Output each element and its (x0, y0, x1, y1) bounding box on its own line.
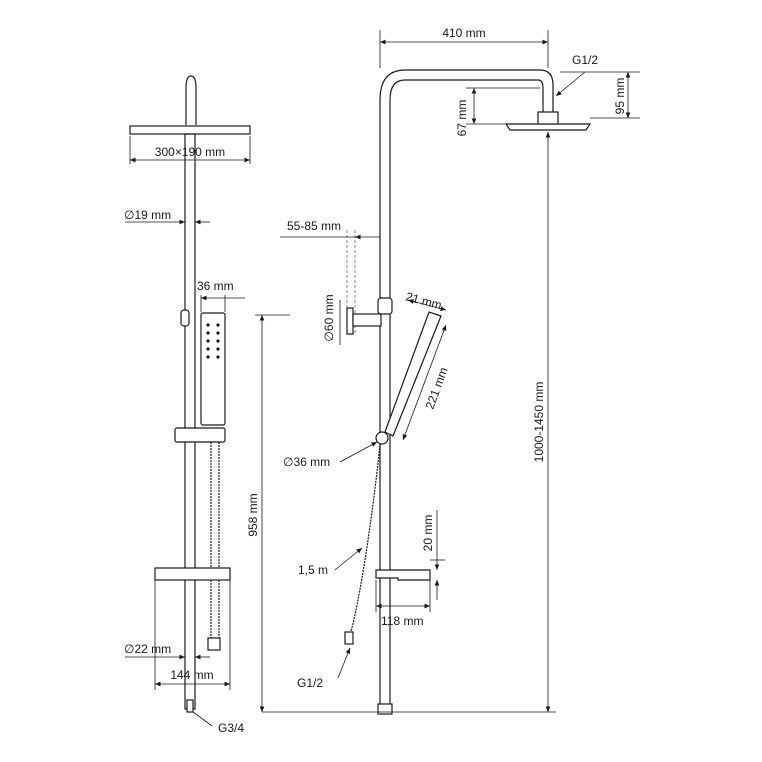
head-size-label: 300×190 mm (155, 145, 225, 159)
holder-diameter-label: ∅36 mm (283, 455, 330, 469)
shelf-side (375, 569, 431, 581)
hose-side (349, 444, 381, 636)
handshower-side (384, 311, 442, 437)
slider-side (377, 297, 393, 315)
handshower-width-side-label: 21 mm (404, 289, 443, 312)
wall-bracket (346, 307, 354, 335)
height-label: 958 mm (246, 493, 260, 536)
shelf-front (154, 567, 231, 581)
hose-connector (207, 637, 221, 651)
hose-length-label: 1,5 m (298, 563, 328, 577)
shelf-height-label: 20 mm (421, 515, 435, 552)
front-view: 300×190 mm ∅19 mm 36 mm ∅22 mm 144 mm G3… (124, 75, 290, 735)
shower-column-front (184, 133, 196, 710)
bracket-arm (352, 313, 382, 327)
pipe-diameter-label: ∅19 mm (124, 208, 171, 222)
handshower-width-label: 36 mm (197, 279, 234, 293)
lower-pipe-diameter-label: ∅22 mm (124, 642, 171, 656)
inlet-connector (186, 699, 194, 713)
handshower-holder (174, 427, 226, 443)
shelf-width-label: 144 mm (170, 668, 213, 682)
wall-distance-label: 55-85 mm (287, 219, 341, 233)
shelf-depth-label: 118 mm (381, 614, 423, 628)
arm-length-label: 410 mm (442, 26, 485, 40)
shower-column-side (379, 69, 554, 712)
rain-head-front (129, 125, 251, 135)
hose-front (210, 442, 220, 640)
head-offset-label: 67 mm (455, 100, 469, 137)
handshower-length-label: 221 mm (423, 365, 451, 411)
rain-head-side (504, 123, 592, 131)
slider (180, 309, 190, 327)
hose-thread-label: G1/2 (297, 676, 323, 690)
holder-knob (375, 431, 389, 445)
side-view: 410 mm G1/2 95 mm 67 mm 1000-1450 mm 55-… (262, 26, 640, 715)
arm-drop-label: 95 mm (613, 78, 627, 115)
handshower-nozzles (206, 323, 220, 359)
inlet-thread-label: G3/4 (218, 721, 244, 735)
adjustable-height-label: 1000-1450 mm (532, 382, 546, 463)
head-thread-label: G1/2 (572, 53, 598, 67)
head-connector (537, 111, 559, 125)
head-arm (185, 75, 197, 125)
inlet-connector-side (377, 703, 393, 715)
handshower-front (200, 312, 226, 426)
hose-connector-side (344, 631, 354, 645)
bracket-diameter-label: ∅60 mm (322, 294, 336, 341)
